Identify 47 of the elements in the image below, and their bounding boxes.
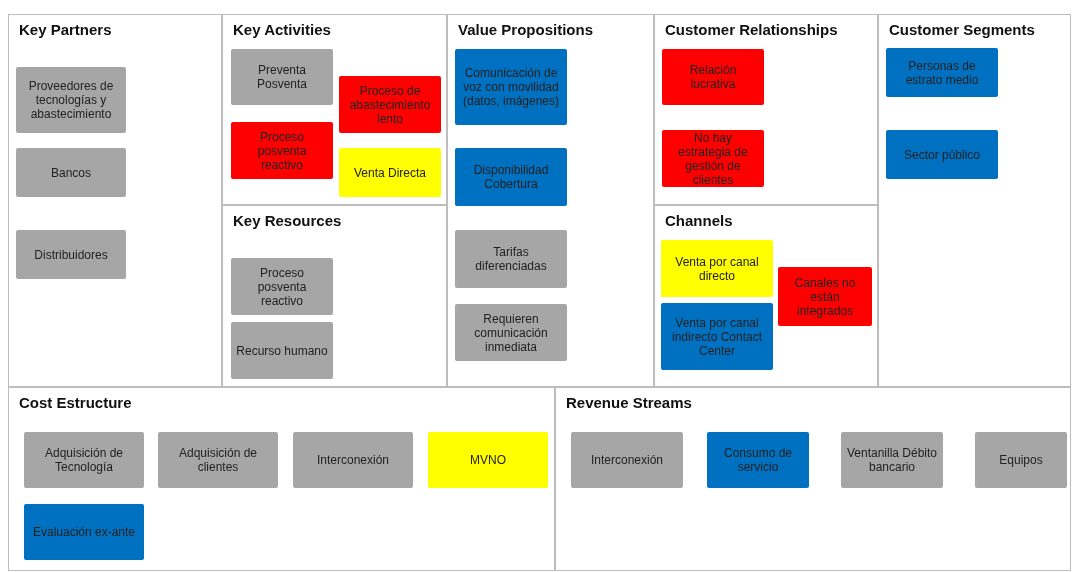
sticky-note: Disponibilidad Cobertura — [455, 148, 567, 206]
section-heading: Key Partners — [19, 21, 112, 38]
sticky-note: Evaluación ex-ante — [24, 504, 144, 560]
sticky-note: Consumo de servicio — [707, 432, 809, 488]
section-heading: Revenue Streams — [566, 394, 692, 411]
sticky-note: Tarifas diferenciadas — [455, 230, 567, 288]
sticky-note: Equipos — [975, 432, 1067, 488]
section-heading: Channels — [665, 212, 733, 229]
sticky-note: Proceso de abastecimiento lento — [339, 76, 441, 133]
canvas-section — [8, 387, 555, 571]
section-heading: Key Resources — [233, 212, 342, 229]
sticky-note: Interconexión — [293, 432, 413, 488]
sticky-note: Proceso posventa reactivo — [231, 122, 333, 179]
sticky-note: Venta Directa — [339, 148, 441, 197]
sticky-note: Adquisición de clientes — [158, 432, 278, 488]
canvas-section — [222, 14, 447, 205]
sticky-note: Proceso posventa reactivo — [231, 258, 333, 315]
section-heading: Key Activities — [233, 21, 331, 38]
section-heading: Cost Estructure — [19, 394, 132, 411]
sticky-note: Ventanilla Débito bancario — [841, 432, 943, 488]
section-heading: Value Propositions — [458, 21, 594, 38]
sticky-note: Preventa Posventa — [231, 49, 333, 105]
sticky-note: Venta por canal directo — [661, 240, 773, 297]
sticky-note: Recurso humano — [231, 322, 333, 379]
canvas-section — [878, 14, 1071, 387]
canvas-section — [555, 387, 1071, 571]
sticky-note: Sector público — [886, 130, 998, 179]
section-heading: Customer Segments — [889, 21, 1035, 38]
canvas-section — [8, 14, 222, 387]
sticky-note: Distribuidores — [16, 230, 126, 279]
sticky-note: No hay estrategia de gestión de clientes — [662, 130, 764, 187]
sticky-note: Proveedores de tecnologías y abastecimiento — [16, 67, 126, 133]
canvas-section — [654, 14, 878, 205]
sticky-note: Venta por canal indirecto Contact Center — [661, 303, 773, 370]
sticky-note: Requieren comunicación inmediata — [455, 304, 567, 361]
sticky-note: Canales no están integrados — [778, 267, 872, 326]
sticky-note: Interconexión — [571, 432, 683, 488]
sticky-note: Bancos — [16, 148, 126, 197]
canvas-section — [222, 205, 447, 387]
canvas-section — [447, 14, 654, 387]
sticky-note: Adquisición de Tecnología — [24, 432, 144, 488]
section-heading: Customer Relationships — [665, 21, 838, 38]
sticky-note: Comunicación de voz con movilidad (datos, imágenes) — [455, 49, 567, 125]
canvas-section — [654, 205, 878, 387]
sticky-note: Relación lucrativa — [662, 49, 764, 105]
sticky-note: MVNO — [428, 432, 548, 488]
sticky-note: Personas de estrato medio — [886, 48, 998, 97]
